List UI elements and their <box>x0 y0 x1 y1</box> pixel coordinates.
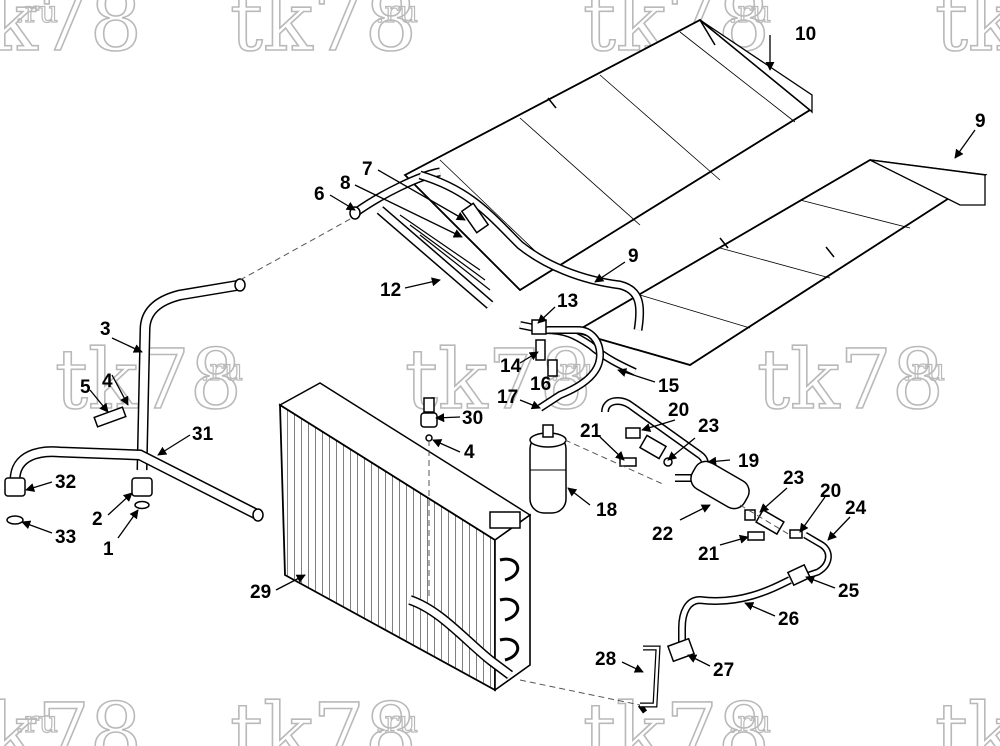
o-ring-33 <box>6 515 24 525</box>
leader-lines <box>21 35 976 673</box>
callout-5: 5 <box>80 377 91 398</box>
receiver-tank-18 <box>529 424 567 514</box>
callout-32: 32 <box>55 472 76 493</box>
fittings-left <box>4 406 153 525</box>
watermark: tk78 <box>934 0 1000 71</box>
watermark-suffix: .ru <box>15 0 58 30</box>
watermark: tk78 .ru <box>0 0 143 71</box>
callout-15: 15 <box>658 376 680 397</box>
watermark-suffix: .ru <box>375 705 418 740</box>
watermark: tk78 .ru <box>229 0 419 71</box>
callout-3: 3 <box>100 319 111 340</box>
callout-20a: 20 <box>668 400 689 421</box>
callout-31: 31 <box>192 424 214 445</box>
callout-21a: 21 <box>580 421 602 442</box>
assembly-lines <box>239 217 791 706</box>
valve-27 <box>666 637 696 663</box>
watermark-text: tk78 <box>0 0 142 70</box>
evaporator-coil-11 <box>403 18 813 292</box>
callout-2: 2 <box>92 509 103 530</box>
condenser-coil-29 <box>278 382 532 692</box>
watermark-suffix: .ru <box>728 0 771 30</box>
watermark-suffix: .ru <box>375 0 418 30</box>
watermark-text: tk78 <box>0 687 142 746</box>
callout-16: 16 <box>530 374 551 395</box>
callout-13: 13 <box>557 291 578 312</box>
line-24-26 <box>666 531 832 663</box>
callout-29: 29 <box>250 582 271 603</box>
watermark-text: tk78 <box>583 687 770 746</box>
callout-27: 27 <box>713 660 734 681</box>
callout-14: 14 <box>500 356 522 377</box>
callout-30: 30 <box>462 408 483 429</box>
fitting-16 <box>547 359 558 377</box>
callout-23a: 23 <box>698 416 719 437</box>
watermark: tk78 .ru <box>229 686 419 746</box>
suction-line-31 <box>9 446 264 522</box>
watermark-suffix: .ru <box>15 705 58 740</box>
fittings-upper <box>619 427 673 467</box>
valve-25 <box>786 563 812 587</box>
watermark: tk78 <box>934 686 1000 746</box>
watermark-suffix: .ru <box>728 705 771 740</box>
callout-12: 12 <box>380 280 401 301</box>
callout-19: 19 <box>738 451 759 472</box>
fittings-lower <box>744 508 803 541</box>
callout-26: 26 <box>778 609 799 630</box>
evaporator-coil-10 <box>572 159 988 366</box>
callout-9: 9 <box>628 246 639 267</box>
watermark: tk78 .ru <box>0 686 143 746</box>
callout-6: 6 <box>314 184 325 205</box>
callout-25: 25 <box>838 581 860 602</box>
watermark-text: tk78 <box>935 687 1000 746</box>
callout-28: 28 <box>595 649 616 670</box>
callout-10: 9 <box>975 111 986 132</box>
watermark-text: tk78 <box>757 333 944 428</box>
callout-23b: 23 <box>783 468 804 489</box>
callout-17: 17 <box>497 387 518 408</box>
watermark-suffix: .ru <box>200 353 243 388</box>
watermark-suffix: .ru <box>902 353 945 388</box>
callout-1: 1 <box>103 539 114 560</box>
fitting-2 <box>131 477 153 497</box>
fitting-14 <box>535 339 546 361</box>
watermark: tk78 .ru <box>756 332 946 429</box>
fitting-32 <box>4 477 26 497</box>
callout-4a: 4 <box>102 371 113 392</box>
watermark-text: tk78 <box>230 0 417 70</box>
manifold-tubes <box>349 167 645 331</box>
callout-20b: 20 <box>820 481 841 502</box>
callouts: 10 9 6 7 8 9 12 13 14 15 16 17 18 19 20 … <box>55 24 986 681</box>
callout-18: 18 <box>596 500 617 521</box>
liquid-line-15 <box>519 319 637 412</box>
filter-dryer-22 <box>690 460 750 510</box>
callout-22: 22 <box>652 524 673 545</box>
watermark: tk78 .ru <box>582 686 772 746</box>
switch-30 <box>420 397 438 442</box>
bracket-28 <box>637 645 661 714</box>
callout-33: 33 <box>55 527 76 548</box>
callout-8: 8 <box>340 173 351 194</box>
discharge-hose-3 <box>136 278 246 471</box>
callout-21b: 21 <box>698 544 720 565</box>
watermark-text: tk78 <box>935 0 1000 70</box>
callout-7: 7 <box>362 159 373 180</box>
callout-24: 24 <box>845 498 867 519</box>
callout-11: 10 <box>795 24 816 45</box>
o-ring-1 <box>134 500 150 510</box>
watermark-text: tk78 <box>230 687 417 746</box>
callout-4b: 4 <box>464 442 475 463</box>
